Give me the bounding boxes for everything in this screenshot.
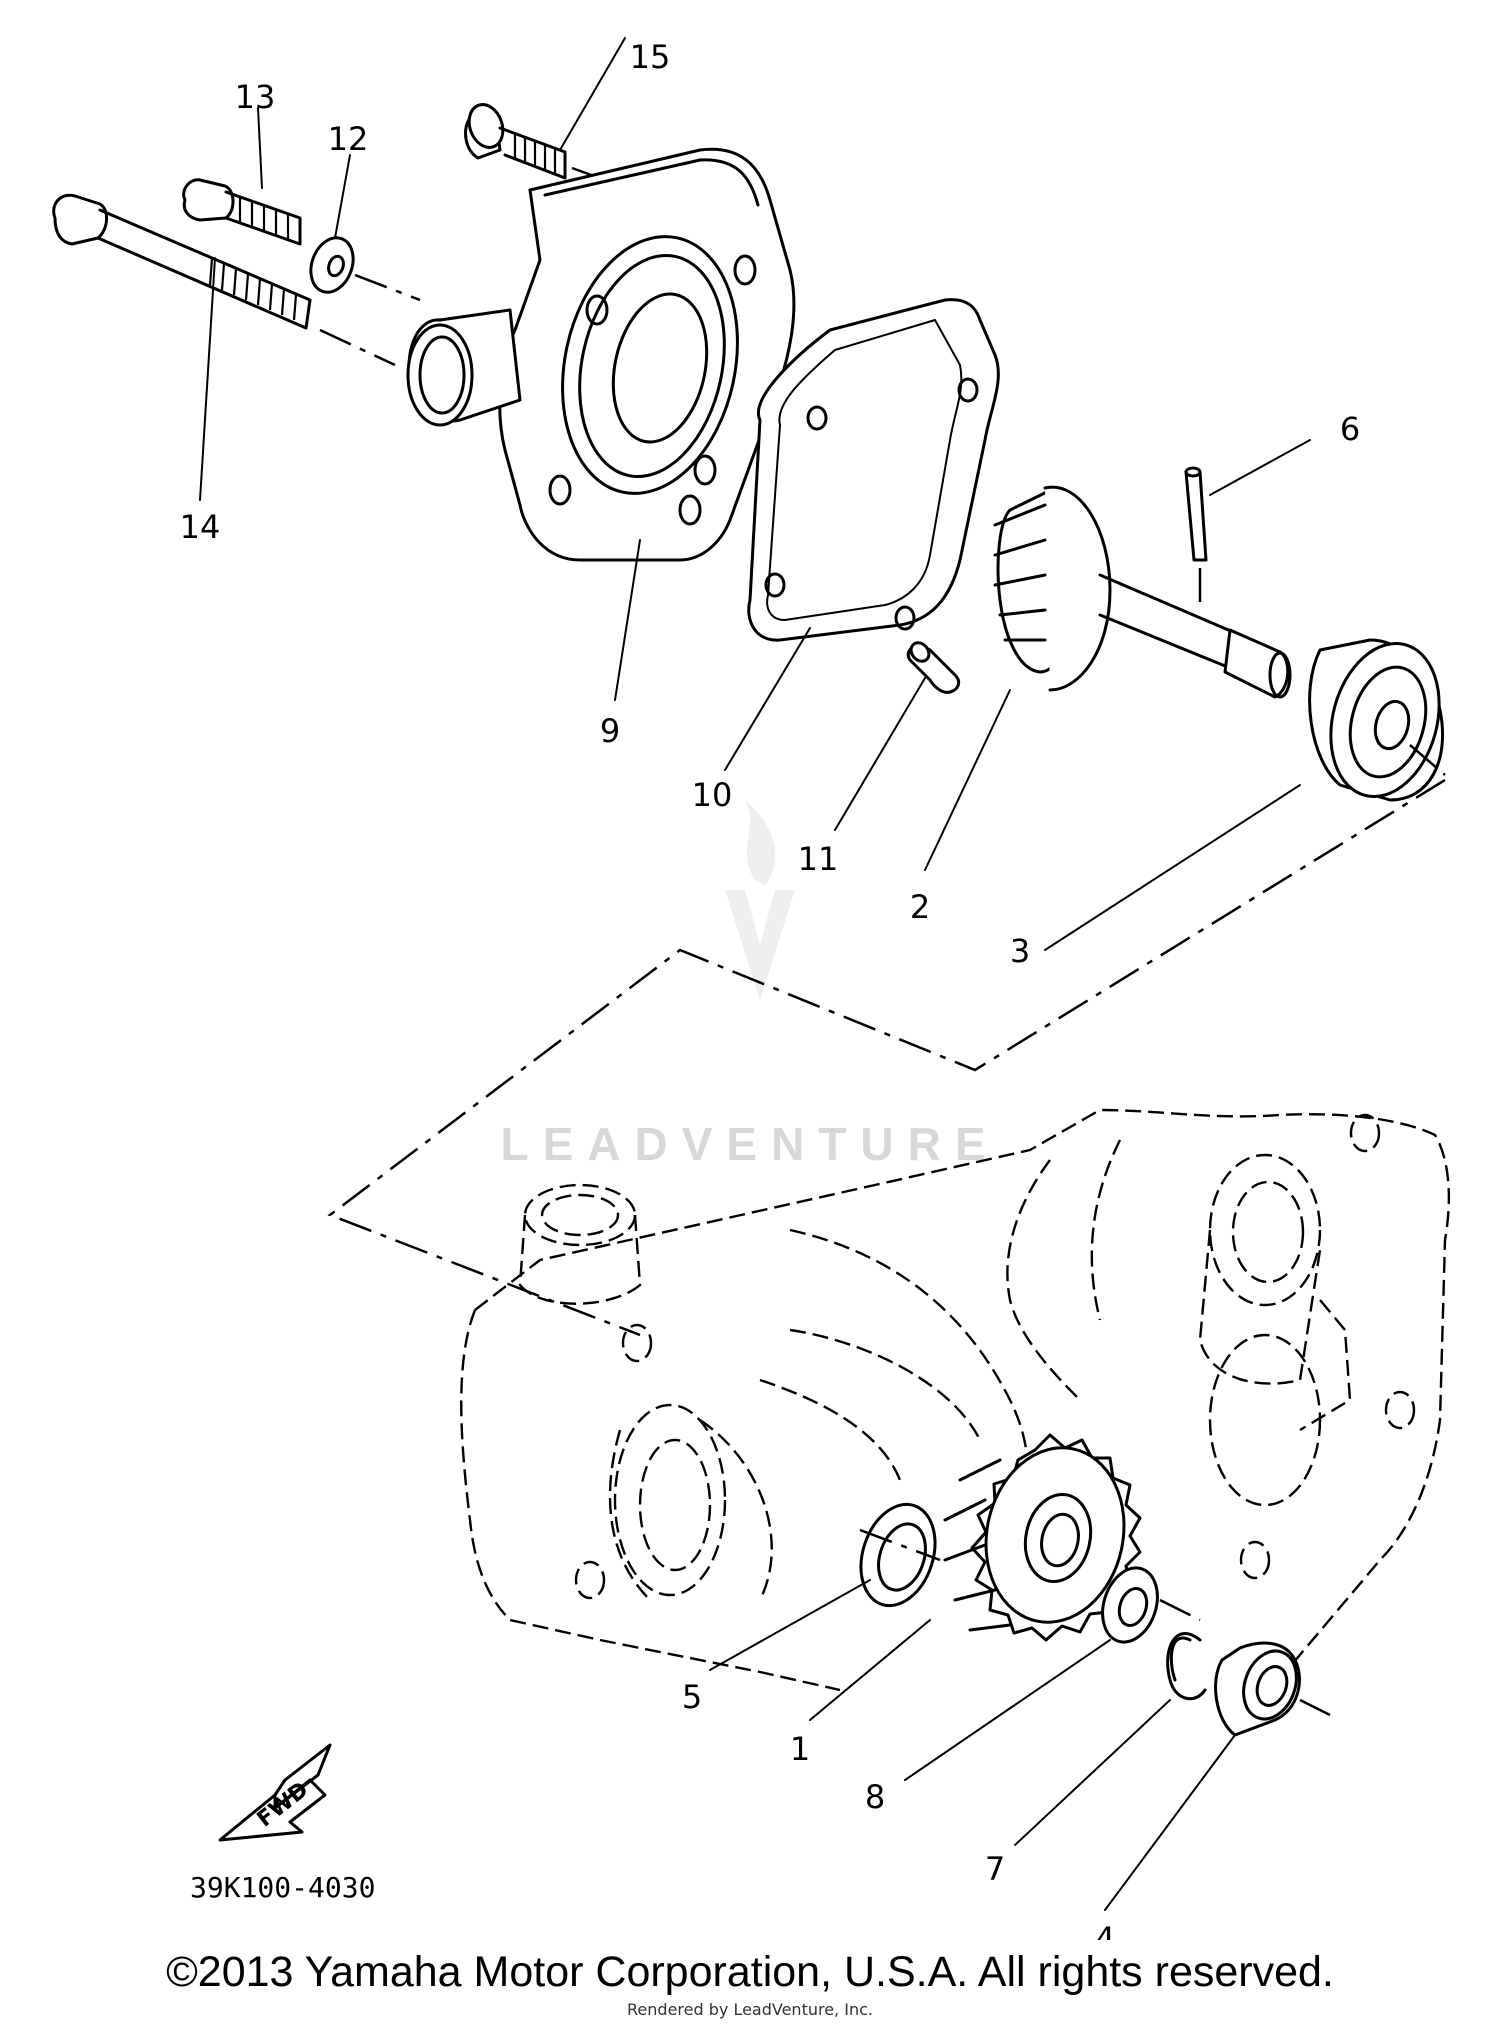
callout-8: 8 [865,1778,885,1816]
pin-6 [1184,466,1208,610]
callout-5: 5 [682,1678,702,1716]
callout-12: 12 [328,120,369,158]
oil-seal-3 [1308,638,1446,802]
watermark-text: LEADVENTURE [500,1118,999,1170]
callout-6: 6 [1340,410,1360,448]
bolt-13 [182,178,302,246]
callout-3: 3 [1010,932,1030,970]
callout-7: 7 [985,1850,1005,1888]
impeller-shaft-2 [993,485,1292,699]
collar-4 [1214,1641,1301,1737]
circlip-7 [1166,1632,1207,1701]
callout-4: 4 [1095,1920,1115,1940]
projection-line [327,778,1446,1337]
axis-line [859,1528,1331,1717]
dowel-pin-11 [906,641,961,694]
washer-5 [859,1502,937,1608]
diagram-part-number: 39K100-4030 [190,1871,375,1904]
callout-11: 11 [798,840,839,878]
forward-arrow-icon: FWD [218,1743,332,1842]
bolt-15 [464,103,661,202]
washer-8 [1101,1566,1159,1644]
callout-1: 1 [790,1730,810,1768]
watermark-logo [725,800,795,1000]
exploded-view-diagram: LEADVENTURE [52,37,1451,1940]
callout-10: 10 [692,776,733,814]
bolt-14 [52,193,396,367]
callout-9: 9 [600,712,620,750]
washer-12 [309,236,421,302]
gasket-10 [747,298,1000,642]
callout-15: 15 [630,38,671,76]
impeller-gear-1 [943,1433,1142,1642]
copyright-notice: ©2013 Yamaha Motor Corporation, U.S.A. A… [166,1948,1334,1996]
callout-13: 13 [235,78,276,116]
crankcase-outline [460,1108,1451,1721]
pump-housing-9 [406,147,796,562]
leader-lines [199,37,1311,1911]
rendered-by-notice: Rendered by LeadVenture, Inc. [627,2000,873,2019]
callout-2: 2 [910,888,930,926]
callout-14: 14 [180,508,221,546]
